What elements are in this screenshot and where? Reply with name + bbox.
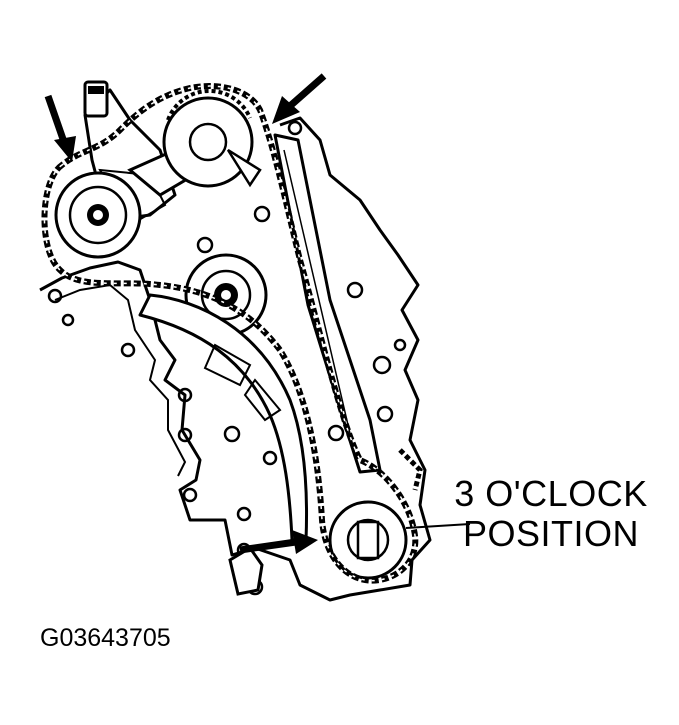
figure-id: G03643705 (40, 624, 171, 652)
right-cam-sprocket (162, 88, 262, 188)
callout-label-line1: 3 O'CLOCK (454, 473, 648, 514)
engine-cover-inner-edge (54, 283, 187, 477)
left-cam-sprocket (54, 171, 142, 259)
callout-leader-line (405, 523, 471, 529)
left-chain-guide (138, 293, 309, 542)
arrow-right-top (272, 73, 327, 124)
engine-cover-outline (39, 116, 432, 602)
callout-label-line2: POSITION (462, 513, 640, 554)
arrow-left-top (44, 94, 76, 162)
arrow-bottom (239, 530, 318, 554)
cover-bolts (47, 120, 407, 596)
